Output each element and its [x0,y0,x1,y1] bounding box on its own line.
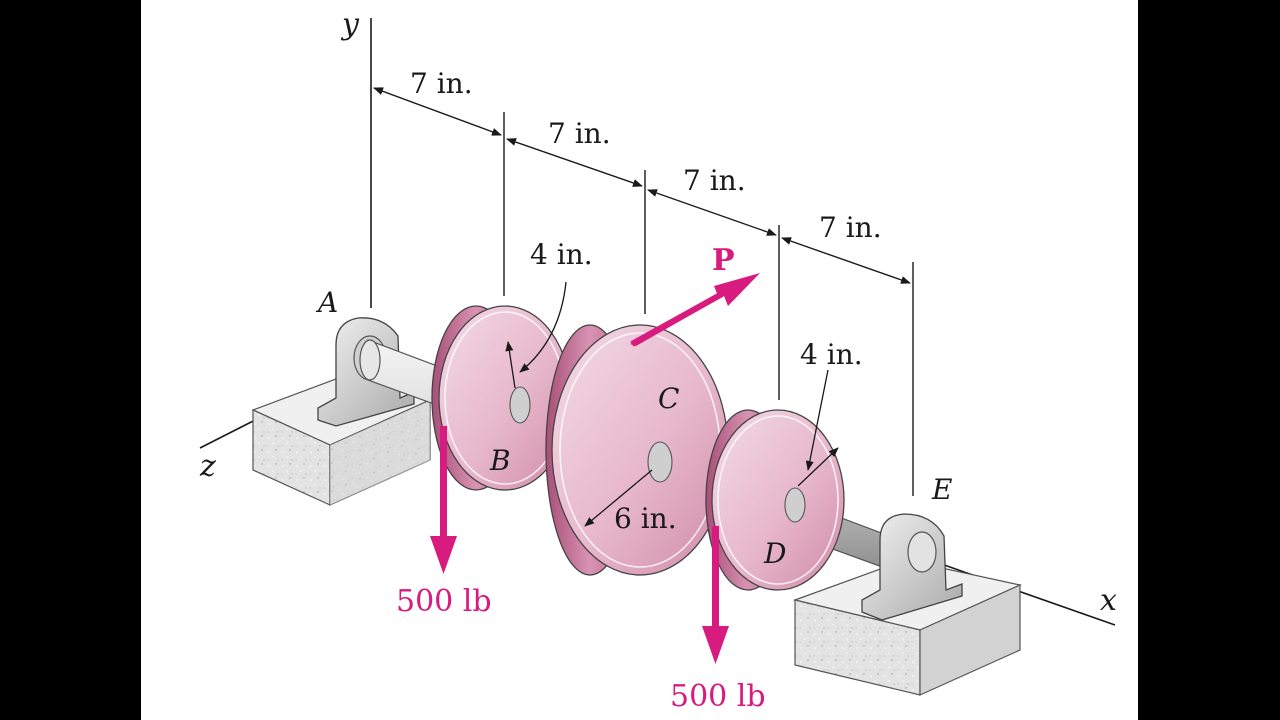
point-e-label: E [931,473,952,506]
load-arrow-b [430,426,457,574]
dim-de-label: 7 in. [819,211,882,244]
shaft-stub-de [784,487,806,523]
load-b-label: 500 lb [396,584,492,619]
dim-arrow-ab [373,87,502,136]
radius-arrow-b [505,341,516,389]
z-axis-label: z [199,449,216,484]
point-c-label: C [658,382,679,415]
force-p-label: P [712,243,735,278]
radius-leader-d [805,369,829,471]
disk-c [545,324,729,576]
force-arrow-p [630,273,760,347]
dim-arrow-cd [647,189,777,236]
radius-arrow-d [797,447,839,487]
disk-b [431,305,572,491]
load-d-label: 500 lb [670,679,766,714]
shaft-stub-bc [509,386,531,424]
bearing-e [861,513,963,621]
dim-bc-label: 7 in. [548,117,611,150]
x-axis-line [929,559,1116,626]
point-d-label: D [763,537,786,570]
load-arrow-d [702,526,729,664]
x-axis-label: x [1100,583,1117,618]
dim-cd-label: 7 in. [683,164,746,197]
radius-arrow-c [584,469,653,527]
point-a-label: A [315,286,338,319]
radius-b-label: 4 in. [530,238,593,271]
dim-arrow-de [781,237,911,284]
point-b-label: B [489,444,511,477]
dim-arrow-bc [506,138,643,187]
dim-ab-label: 7 in. [410,67,473,100]
shaft-stub-cd [647,441,673,483]
radius-c-label: 6 in. [614,502,677,535]
radius-leader-b [519,281,567,373]
y-axis-label: y [340,7,360,42]
radius-d-label: 4 in. [800,338,863,371]
